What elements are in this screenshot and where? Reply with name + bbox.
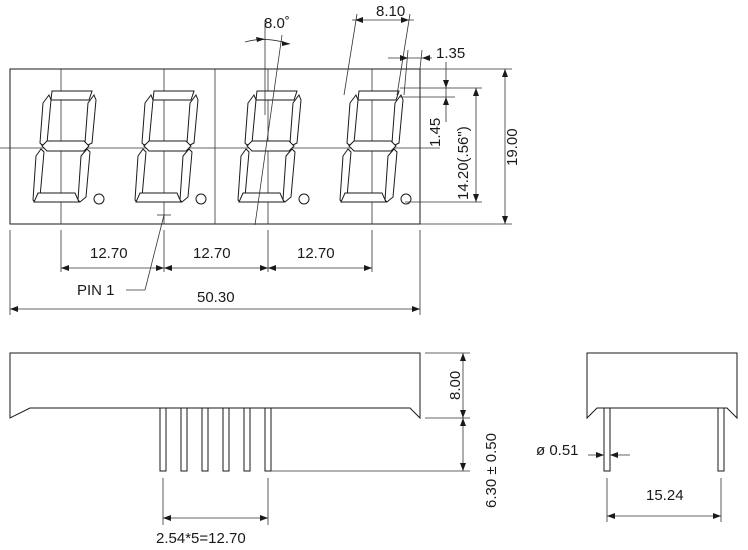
- segment-width-label: 1.45: [427, 118, 444, 147]
- arrow-icon: [473, 194, 479, 202]
- arrow-icon: [163, 515, 171, 521]
- side-view: 8.00 6.30 ± 0.50 2.54*5=12.70: [9, 352, 500, 547]
- row-spacing-label: 15.24: [646, 487, 684, 504]
- arrow-icon: [400, 55, 408, 61]
- arrow-icon: [422, 55, 430, 61]
- digit-pitch-label: 12.70: [297, 245, 335, 262]
- digit-4: [339, 90, 412, 205]
- pin-row: [159, 407, 272, 472]
- arrow-icon: [460, 463, 466, 471]
- pin: [222, 407, 230, 472]
- side-body-outline: [9, 352, 421, 420]
- front-view: 8.0˚ 8.10 1.35 1.45 14.20(.56"): [0, 3, 521, 315]
- pin-diameter-label: ø 0.51: [536, 442, 579, 459]
- arrow-icon: [412, 306, 420, 312]
- arrow-icon: [596, 452, 604, 458]
- arrow-icon: [10, 306, 18, 312]
- segment-offset-label: 8.10: [376, 3, 405, 20]
- digit-pitch-label: 12.70: [193, 245, 231, 262]
- end-body-outline: [586, 352, 738, 420]
- leader-line: [144, 214, 165, 291]
- total-width-label: 50.30: [197, 289, 235, 306]
- arrow-icon: [502, 69, 508, 77]
- pin: [243, 407, 251, 472]
- arrow-icon: [355, 17, 363, 23]
- digit-1: [32, 90, 105, 205]
- extension-line: [343, 13, 358, 96]
- pin: [180, 407, 188, 472]
- arrow-icon: [460, 353, 466, 361]
- arrow-icon: [443, 80, 449, 88]
- extension-line: [396, 13, 411, 96]
- arrow-icon: [460, 410, 466, 418]
- arrow-icon: [156, 265, 164, 271]
- arrow-icon: [473, 88, 479, 96]
- arrow-icon: [282, 41, 290, 46]
- arrow-icon: [260, 515, 268, 521]
- pin1-label: PIN 1: [77, 282, 115, 299]
- arrow-icon: [61, 265, 69, 271]
- digit-height-label: 14.20(.56"): [455, 126, 472, 200]
- arrow-icon: [164, 265, 172, 271]
- end-view: ø 0.51 15.24: [536, 352, 738, 522]
- arrow-icon: [610, 452, 618, 458]
- arrow-icon: [401, 17, 409, 23]
- pin-pitch-label: 2.54*5=12.70: [156, 530, 246, 547]
- edge-margin-label: 1.35: [436, 45, 465, 62]
- arrow-icon: [364, 265, 372, 271]
- extension-line: [419, 49, 423, 70]
- arrow-icon: [502, 216, 508, 224]
- digit-2: [134, 90, 207, 205]
- digit-pitch-label: 12.70: [90, 245, 128, 262]
- slant-line: [254, 34, 283, 226]
- arrow-icon: [443, 97, 449, 105]
- arrow-icon: [260, 265, 268, 271]
- angle-label: 8.0˚: [264, 15, 290, 32]
- pin: [603, 407, 611, 472]
- body-depth-label: 8.00: [447, 371, 464, 400]
- pin-length-label: 6.30 ± 0.50: [483, 433, 500, 508]
- pin: [717, 407, 725, 472]
- arrow-icon: [460, 418, 466, 426]
- arrow-icon: [607, 513, 615, 519]
- pin: [264, 407, 272, 472]
- digit-3: [237, 90, 310, 205]
- pin: [159, 407, 167, 472]
- arrow-icon: [256, 37, 265, 42]
- arrow-icon: [268, 265, 276, 271]
- total-height-label: 19.00: [504, 128, 521, 166]
- pin: [201, 407, 209, 472]
- arrow-icon: [713, 513, 721, 519]
- extension-line: [403, 49, 409, 96]
